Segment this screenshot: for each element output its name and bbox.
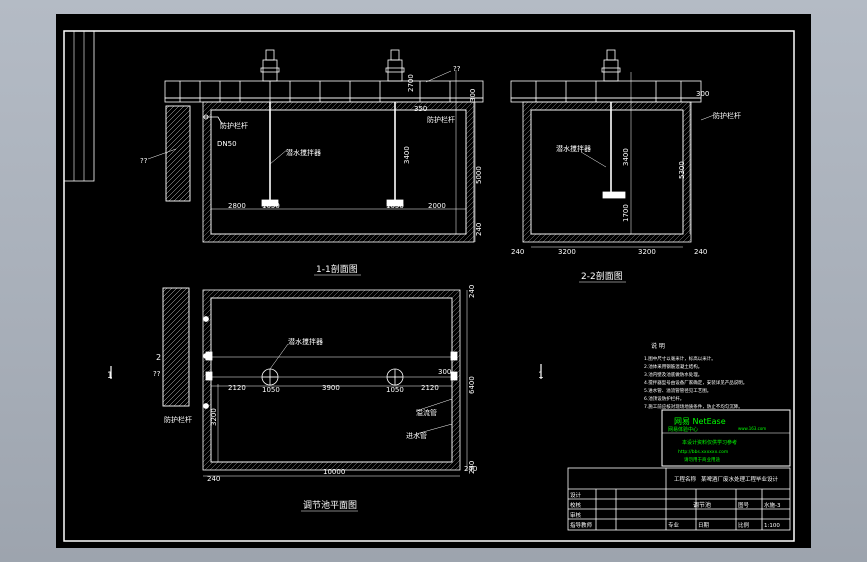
tb-sheet-no: 水施-3	[764, 501, 781, 509]
label-unknown-a: ??	[140, 157, 148, 165]
plan-title: 调节池平面图	[303, 499, 357, 511]
label-mixer-11: 潜水搅拌器	[286, 148, 321, 157]
dim-22-w3: 3200	[638, 248, 656, 256]
tb-row-c: 审核	[570, 511, 582, 519]
dim-plan-a2: 1050	[262, 386, 280, 394]
dim-plan-b1: 240	[468, 461, 476, 474]
dim-11-h2: 3400	[403, 146, 411, 164]
label-railing-11: 防护栏杆	[220, 121, 248, 130]
dim-22-h2: 5300	[678, 161, 686, 179]
tb-scale-label: 比例	[738, 521, 750, 529]
notes-heading: 说 明	[651, 342, 665, 350]
cut-mark-top-left: 2	[156, 353, 161, 362]
label-railing-11b: 防护栏杆	[427, 115, 455, 124]
label-unknown-b: ??	[453, 65, 461, 73]
tb-title: 某啤酒厂废水处理工程毕业设计	[701, 475, 779, 483]
dim-11-d1: 2800	[228, 202, 246, 210]
section-1-1-texts: 潜水搅拌器 DN50 防护栏杆 防护栏杆 ?? ?? 2800 1050 105…	[140, 65, 483, 275]
dim-11-h3: 5000	[475, 166, 483, 184]
dim-plan-a4: 1050	[386, 386, 404, 394]
stamp-sub: 网易体验中心	[668, 426, 698, 433]
tb-row-b: 校核	[570, 501, 582, 509]
tb-row-d: 指导教师	[570, 521, 593, 529]
dim-22-h1: 3400	[622, 148, 630, 166]
section-2-2-title: 2-2剖面图	[581, 270, 623, 282]
label-mixer-plan: 潜水搅拌器	[288, 337, 323, 346]
section-2-2-texts: 潜水搅拌器 防护栏杆 240 3200 3200 240 300 3400 53…	[511, 90, 741, 282]
tb-row-a: 设计	[570, 491, 582, 499]
dim-plan-r1: 300	[438, 368, 451, 376]
drawing-canvas: 潜水搅拌器 DN50 防护栏杆 防护栏杆 ?? ?? 2800 1050 105…	[63, 30, 795, 542]
dim-11-d4: 2000	[428, 202, 446, 210]
label-pipe-dn: DN50	[217, 140, 237, 148]
dim-plan-r2: 6400	[468, 376, 476, 394]
dim-plan-l1: 240	[207, 475, 220, 483]
dim-11-h4: 240	[475, 223, 483, 236]
label-railing-22: 防护栏杆	[713, 111, 741, 120]
section-1-1-title: 1-1剖面图	[316, 263, 358, 275]
plan-view	[110, 287, 542, 477]
dim-22-h4: 300	[696, 90, 709, 98]
dim-11-d3: 1050	[386, 202, 404, 210]
tb-major: 专业	[668, 521, 680, 529]
label-railing-plan: 防护栏杆	[164, 415, 192, 424]
label-unknown-c: ??	[153, 370, 161, 378]
tb-scale: 1:100	[764, 523, 780, 529]
tb-drawing: 调节池	[693, 501, 711, 509]
title-block	[567, 467, 791, 531]
dim-22-w4: 240	[694, 248, 707, 256]
dim-22-w2: 3200	[558, 248, 576, 256]
label-overflow: 溢流管	[416, 408, 437, 417]
notes-line-5: 5.进水管、溢流管管径见工艺图。	[644, 387, 711, 394]
dim-plan-a1: 2120	[228, 384, 246, 392]
cut-mark-left: 1	[107, 371, 113, 381]
dim-plan-a3: 3900	[322, 384, 340, 392]
dim-22-h3: 1700	[622, 204, 630, 222]
stamp-url: www.163.com	[738, 426, 766, 431]
dim-22-w1: 240	[511, 248, 524, 256]
stamp-line-3: 请勿用于商业用途	[684, 456, 720, 463]
dim-11-h6: 350	[414, 105, 427, 113]
cut-mark-right: 1	[538, 371, 544, 381]
tb-sheet-label: 图号	[738, 501, 750, 509]
notes-line-2: 2.池体采用钢筋混凝土结构。	[644, 363, 702, 370]
dim-11-h5: 300	[469, 89, 477, 102]
stamp-line-1: 本设计资料仅供学习参考	[682, 439, 737, 446]
title-block-texts: 工程名称 某啤酒厂废水处理工程毕业设计 调节池 设计 校核 审核 指导教师 图号…	[570, 475, 781, 529]
notes-block: 说 明 1.图中尺寸以毫米计，标高以米计。 2.池体采用钢筋混凝土结构。 3.池…	[644, 342, 747, 410]
label-inlet: 进水管	[406, 431, 427, 440]
drawing-frame	[63, 30, 795, 542]
dim-11-h1: 2700	[407, 74, 415, 92]
notes-line-3: 3.池内壁及池底做防水处理。	[644, 371, 702, 378]
dim-plan-len: 10000	[323, 468, 345, 476]
notes-line-6: 6.池顶设防护栏杆。	[644, 395, 684, 402]
tb-date-label: 日期	[698, 522, 710, 529]
tb-project: 工程名称	[674, 475, 697, 483]
netease-stamp: 网易 NetEase www.163.com 网易体验中心 本设计资料仅供学习参…	[661, 409, 791, 467]
stamp-brand: 网易 NetEase	[674, 417, 726, 426]
stamp-line-2: http://bbs.xxxxxx.com	[678, 449, 728, 455]
dim-plan-t1: 240	[468, 285, 476, 298]
section-2-2	[510, 49, 715, 248]
drawing-sheet: 潜水搅拌器 DN50 防护栏杆 防护栏杆 ?? ?? 2800 1050 105…	[56, 14, 811, 548]
dim-11-d2: 1050	[262, 202, 280, 210]
notes-line-4: 4.搅拌器型号由设备厂家确定，安装详见产品说明。	[644, 379, 747, 386]
plan-texts: 潜水搅拌器 防护栏杆 溢流管 进水管 ?? 2120 1050 3900 105…	[107, 285, 544, 511]
dim-plan-l2: 240	[464, 465, 477, 473]
dim-plan-a5: 2120	[421, 384, 439, 392]
dim-plan-r3: 3200	[210, 408, 218, 426]
section-1-1	[147, 49, 484, 243]
notes-line-1: 1.图中尺寸以毫米计，标高以米计。	[644, 355, 716, 362]
label-mixer-22: 潜水搅拌器	[556, 144, 591, 153]
notes-line-7: 7.施工前应核对现场地质条件，防止不均匀沉降。	[644, 403, 743, 410]
